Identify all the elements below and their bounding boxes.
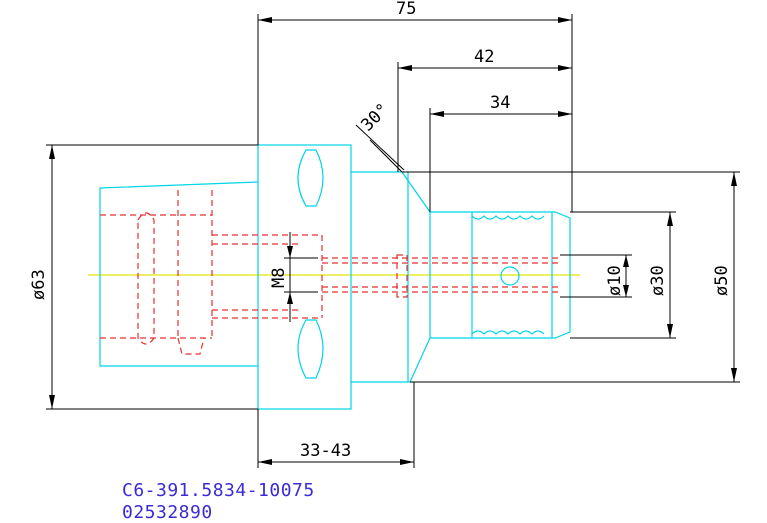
hidden-lines bbox=[100, 190, 560, 355]
dim-chamfer-angle: 30° bbox=[357, 100, 393, 136]
dim-diameter-10: ø10 bbox=[605, 265, 625, 296]
dim-overall-length: 75 bbox=[396, 0, 416, 19]
dim-length-42: 42 bbox=[474, 47, 494, 67]
part-outline bbox=[99, 144, 571, 410]
dim-diameter-63: ø63 bbox=[29, 269, 49, 300]
dimension-lines bbox=[46, 14, 740, 468]
dim-length-34: 34 bbox=[490, 93, 510, 113]
dim-diameter-30: ø30 bbox=[648, 265, 668, 296]
dim-adjust-range: 33-43 bbox=[300, 441, 351, 461]
dim-diameter-50: ø50 bbox=[712, 265, 732, 296]
item-number: 02532890 bbox=[122, 502, 213, 523]
dim-thread: M8 bbox=[269, 268, 289, 288]
order-code: C6-391.5834-10075 bbox=[122, 480, 315, 501]
